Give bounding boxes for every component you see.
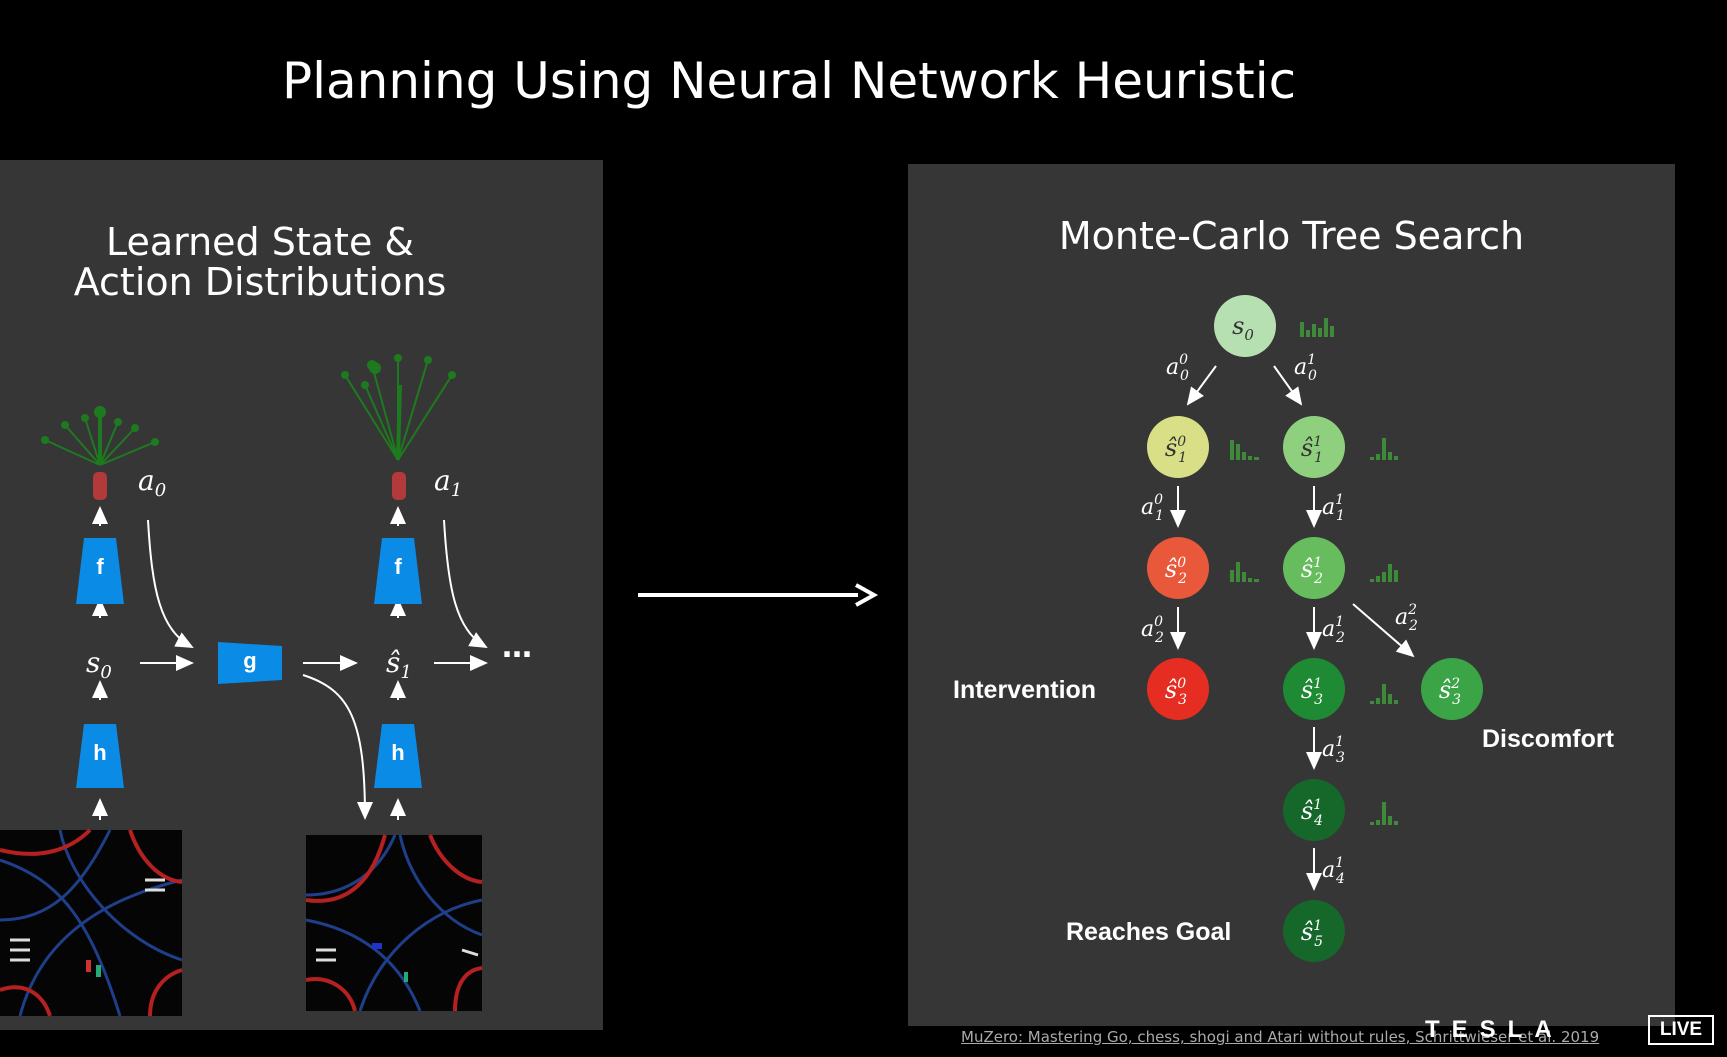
node-s3-0 [1147,658,1209,720]
g-block [218,642,282,684]
f-block-left [76,538,124,604]
node-s0 [1214,295,1276,357]
action-distribution-rays-left [41,406,159,466]
svg-text:ŝ1: ŝ1 [386,646,412,683]
svg-text:a14: a14 [1322,855,1345,887]
h-block-label-right: h [391,740,405,765]
histogram-s1-1-icon [1370,438,1398,460]
h-block-left [76,724,124,788]
h-block-right [374,724,422,788]
slide-title: Planning Using Neural Network Heuristic [282,52,1297,110]
svg-text:a01: a01 [1141,492,1164,524]
node-s5-1 [1283,900,1345,962]
map-image-left [0,828,183,1017]
h-block-label-left: h [93,740,107,765]
histogram-s1-0-icon [1230,440,1259,460]
svg-text:a13: a13 [1322,734,1345,766]
svg-text:ŝ13: ŝ13 [1301,676,1323,708]
svg-text:ŝ02: ŝ02 [1165,555,1187,587]
svg-text:a02: a02 [1141,614,1164,646]
learned-distributions-panel: Learned State & Action Distributions [0,160,603,1030]
sequence-ellipsis: … [502,630,532,665]
ego-car-icon-left [93,472,107,500]
histogram-s4-1-icon [1370,802,1398,825]
discomfort-label: Discomfort [1482,725,1615,753]
intervention-label: Intervention [953,676,1096,704]
node-s2-0 [1147,537,1209,599]
left-title-line2: Action Distributions [73,260,447,304]
left-title-line1: Learned State & [105,220,415,264]
svg-text:ŝ14: ŝ14 [1301,797,1323,829]
histogram-s2-0-icon [1230,562,1259,582]
svg-text:a22: a22 [1395,602,1418,634]
histogram-s0-icon [1300,318,1334,337]
f-block-right [374,538,422,604]
svg-text:a12: a12 [1322,614,1345,646]
svg-text:a00: a00 [1166,352,1189,384]
node-s3-2 [1421,658,1483,720]
node-s4-1 [1283,779,1345,841]
reaches-goal-label: Reaches Goal [1066,918,1231,946]
left-panel-title: Learned State & Action Distributions [30,222,490,302]
node-s1-1 [1283,416,1345,478]
svg-text:s0: s0 [86,646,112,683]
citation-link[interactable]: MuZero: Mastering Go, chess, shogi and A… [961,1028,1600,1046]
svg-text:ŝ03: ŝ03 [1165,676,1187,708]
svg-text:a0: a0 [138,464,166,501]
svg-text:a1: a1 [434,464,462,501]
g-block-label: g [243,648,257,673]
svg-text:a11: a11 [1322,492,1345,524]
node-s2-1 [1283,537,1345,599]
right-panel-title: Monte-Carlo Tree Search [1058,214,1525,258]
action-distribution-rays-right [341,354,456,461]
svg-text:ŝ12: ŝ12 [1301,555,1323,587]
map-image-right [305,834,483,1012]
node-s1-0 [1147,416,1209,478]
svg-text:ŝ11: ŝ11 [1301,434,1323,466]
tesla-logo: TESLA [1425,1016,1564,1043]
learned-model-diagram: a0 a1 s0 ŝ1 [0,354,488,1017]
ego-car-icon-right [392,472,406,500]
svg-text:ŝ15: ŝ15 [1301,918,1323,950]
svg-text:ŝ01: ŝ01 [1165,434,1187,466]
histogram-icons [1230,318,1398,825]
f-block-label-right: f [394,554,402,579]
transition-arrow [638,583,879,607]
histogram-s2-1-icon [1370,564,1398,582]
histogram-s3-1-icon [1370,684,1398,704]
live-badge: LIVE [1648,1015,1714,1045]
svg-text:ŝ23: ŝ23 [1439,676,1461,708]
svg-text:a10: a10 [1294,352,1317,384]
node-s3-1 [1283,658,1345,720]
f-block-label-left: f [96,554,104,579]
